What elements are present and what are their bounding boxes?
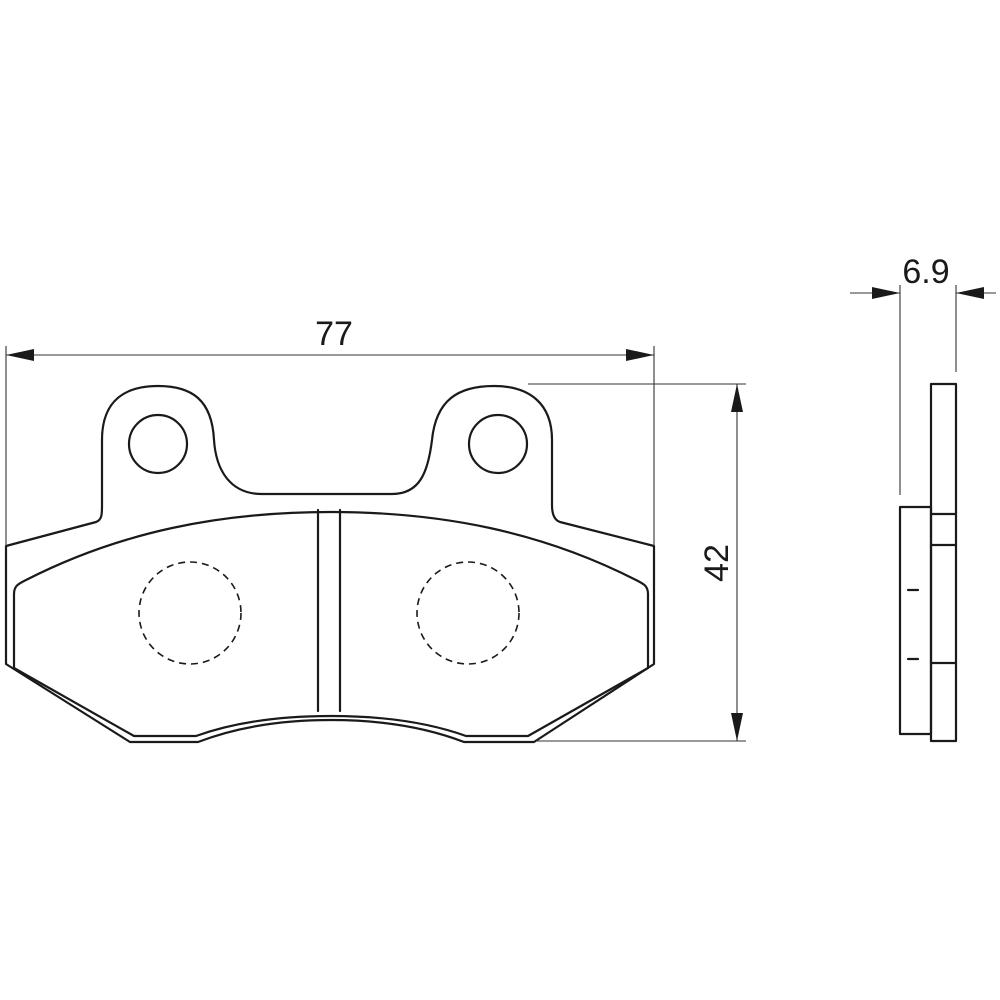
right-piston-dashed-circle [416,561,520,665]
length-arrow-right [626,349,654,361]
length-dimension: 77 [5,315,655,546]
left-mounting-hole [127,413,189,475]
thickness-label: 6.9 [902,253,949,291]
length-label: 77 [315,315,353,353]
right-mounting-hole [467,413,529,475]
height-dimension: 42 [528,383,746,742]
front-view [4,384,656,744]
thickness-arrow-right [956,287,984,299]
left-piston-dashed-circle [138,561,242,665]
thickness-arrow-left [872,287,900,299]
backing-plate-outline [4,384,656,744]
height-arrow-bottom [731,713,743,741]
friction-material-outline [12,510,650,738]
height-arrow-top [731,384,743,412]
side-backing-plate [929,382,958,743]
side-friction-pad [898,505,933,736]
length-arrow-left [6,349,34,361]
thickness-dimension: 6.9 [850,253,996,495]
height-label: 42 [698,544,736,582]
side-view [898,382,958,743]
